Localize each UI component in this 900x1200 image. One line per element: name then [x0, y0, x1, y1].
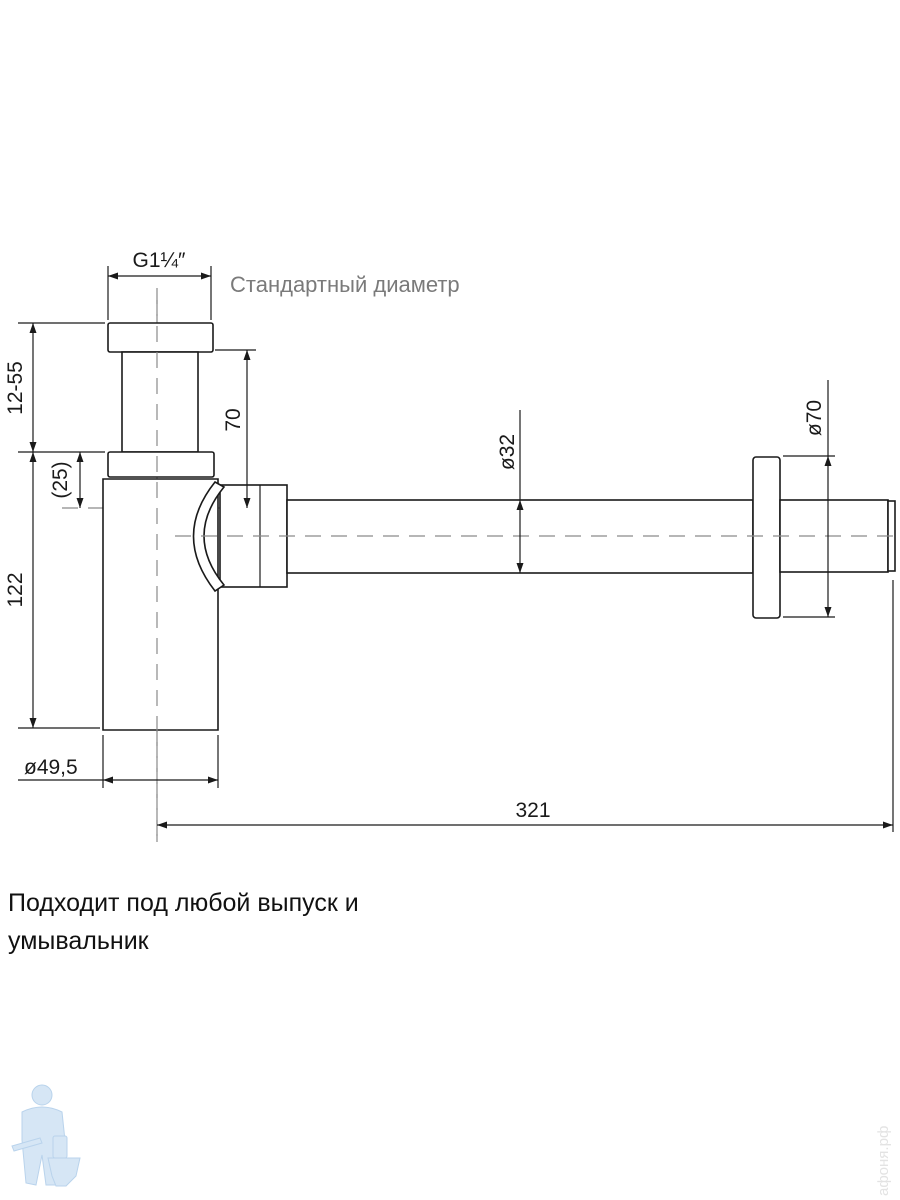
dim-total-length: 321	[157, 580, 894, 832]
dim-body-diameter: ø49,5	[18, 735, 219, 788]
dim-thread: G1¼″	[107, 249, 212, 320]
dim-pipe-diameter: ø32	[496, 410, 524, 573]
standard-diameter-note: Стандартный диаметр	[230, 272, 460, 297]
svg-text:ø70: ø70	[803, 400, 826, 436]
product-description: Подходит под любой выпуск и умывальник	[8, 889, 359, 955]
siphon-body	[102, 322, 896, 731]
plumber-logo	[11, 1084, 81, 1187]
thread-label: G1¼″	[133, 249, 187, 272]
watermark: афоня.рф	[875, 1126, 892, 1196]
svg-text:321: 321	[515, 799, 550, 822]
dim-inner-offset: (25)	[49, 452, 84, 508]
svg-text:(25): (25)	[49, 461, 72, 498]
svg-text:122: 122	[4, 572, 27, 607]
svg-text:70: 70	[222, 408, 245, 431]
svg-text:ø49,5: ø49,5	[24, 756, 78, 779]
svg-text:12-55: 12-55	[4, 361, 27, 415]
dim-height-adjust: 12-55	[4, 322, 105, 453]
svg-text:ø32: ø32	[496, 434, 519, 470]
dim-flange-diameter: ø70	[783, 380, 835, 618]
dim-body-height: 122	[4, 452, 100, 729]
dim-outlet-height: 70	[215, 349, 256, 508]
